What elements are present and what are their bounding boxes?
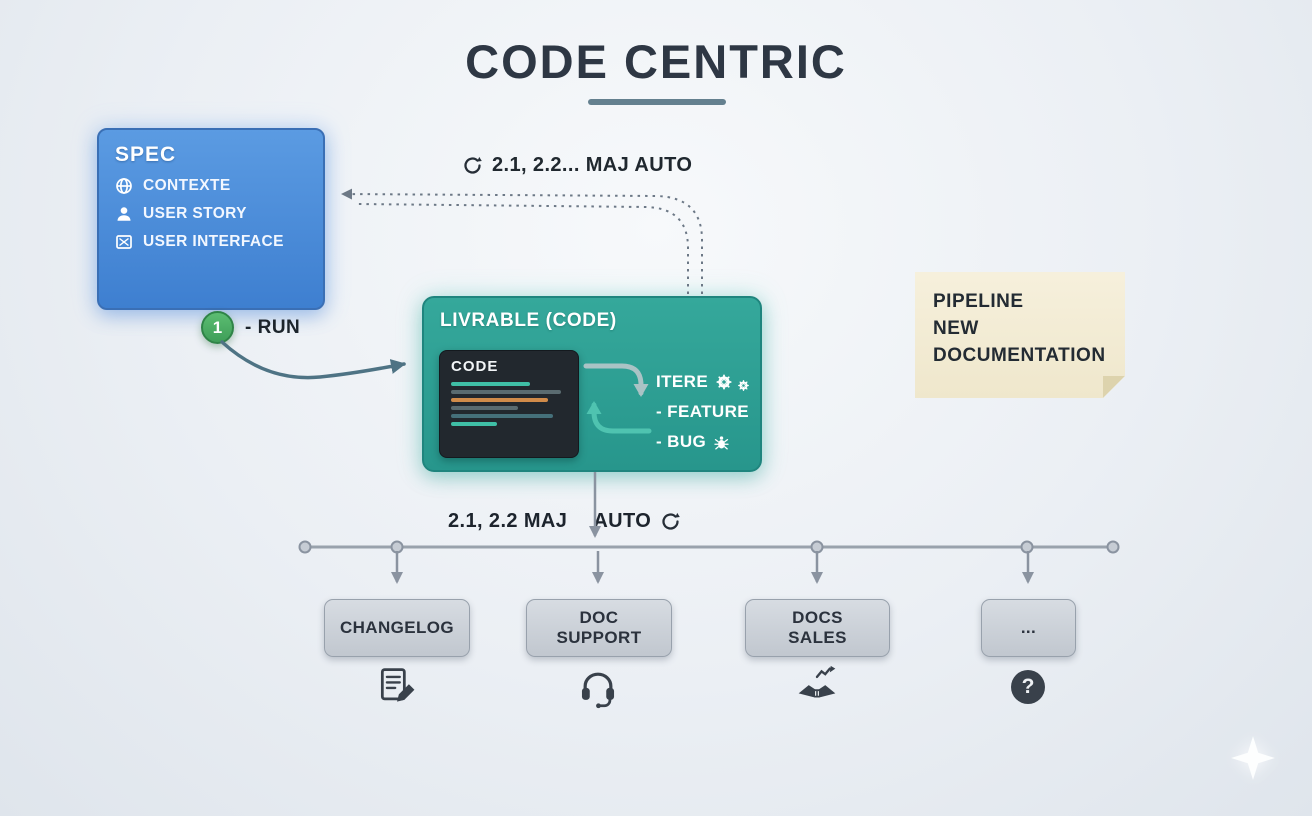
code-lines xyxy=(451,382,567,426)
feature-label: - FEATURE xyxy=(656,402,749,421)
globe-icon xyxy=(115,177,133,195)
iteration-panel: ITERE xyxy=(656,372,750,452)
refresh-icon xyxy=(660,511,681,532)
bug-label: - BUG xyxy=(656,432,707,451)
output-box-more: ... xyxy=(981,599,1076,657)
run-arrow xyxy=(220,340,406,380)
title-underline xyxy=(588,99,726,105)
spec-item-user-interface: USER INTERFACE xyxy=(115,233,307,251)
headset-icon xyxy=(576,665,620,709)
itere-row: ITERE xyxy=(656,372,750,392)
code-window: CODE xyxy=(439,350,579,458)
document-pencil-icon xyxy=(375,665,419,709)
output-box-changelog: CHANGELOG xyxy=(324,599,470,657)
gear-icon xyxy=(737,379,750,392)
spec-item-user-story: USER STORY xyxy=(115,205,307,223)
auto-label: AUTO xyxy=(593,510,652,532)
output-box-docs-sales: DOCS SALES xyxy=(745,599,890,657)
gear-icon xyxy=(715,373,733,391)
sticky-line: PIPELINE xyxy=(933,291,1024,312)
timeline-node xyxy=(1020,540,1034,554)
output-label: DOCS SALES xyxy=(788,607,847,647)
feedback-label: 2.1, 2.2... MAJ AUTO xyxy=(462,154,692,177)
question-icon: ? xyxy=(1006,665,1050,709)
livrable-box: LIVRABLE (CODE) CODE ITERE xyxy=(422,296,762,472)
question-glyph: ? xyxy=(1011,670,1045,704)
pipeline-version-label: 2.1, 2.2 MAJ AUTO xyxy=(448,510,681,533)
spec-item-label: USER INTERFACE xyxy=(143,233,284,250)
user-icon xyxy=(115,205,133,223)
timeline-node xyxy=(298,540,312,554)
code-window-title: CODE xyxy=(451,358,499,375)
livrable-box-title: LIVRABLE (CODE) xyxy=(440,310,617,331)
timeline-node xyxy=(390,540,404,554)
bug-icon xyxy=(713,434,730,451)
sparkle-icon xyxy=(1231,736,1275,780)
spec-item-label: USER STORY xyxy=(143,205,247,222)
sticky-line: NEW xyxy=(933,318,979,339)
feedback-text: 2.1, 2.2... MAJ AUTO xyxy=(492,154,693,176)
sticky-line: DOCUMENTATION xyxy=(933,345,1106,366)
interface-icon xyxy=(115,233,133,251)
spec-item-label: CONTEXTE xyxy=(143,177,231,194)
bug-row: - BUG xyxy=(656,432,750,452)
timeline-node xyxy=(1106,540,1120,554)
maj-versions-label: 2.1, 2.2 MAJ xyxy=(448,510,568,532)
run-step-badge: 1 xyxy=(201,311,234,344)
output-label: CHANGELOG xyxy=(339,617,455,637)
itere-label: ITERE xyxy=(656,372,709,391)
feedback-arrow xyxy=(341,188,703,294)
timeline-node xyxy=(810,540,824,554)
spec-box: SPEC CONTEXTE USER STORY xyxy=(97,128,325,310)
spec-box-title: SPEC xyxy=(115,143,177,166)
sticky-fold-corner xyxy=(1103,376,1125,398)
feedback-arrow-secondary xyxy=(357,203,689,294)
page-title: CODE CENTRIC xyxy=(465,35,847,88)
sticky-note: PIPELINE NEW DOCUMENTATION xyxy=(915,272,1125,398)
output-label: ... xyxy=(1020,617,1037,637)
output-box-doc-support: DOC SUPPORT xyxy=(526,599,672,657)
refresh-icon xyxy=(462,155,483,176)
auto-row: AUTO xyxy=(593,510,681,533)
run-step-label: - RUN xyxy=(245,317,301,338)
spec-item-contexte: CONTEXTE xyxy=(115,177,307,195)
handshake-icon xyxy=(795,665,839,709)
output-label: DOC SUPPORT xyxy=(556,607,642,647)
